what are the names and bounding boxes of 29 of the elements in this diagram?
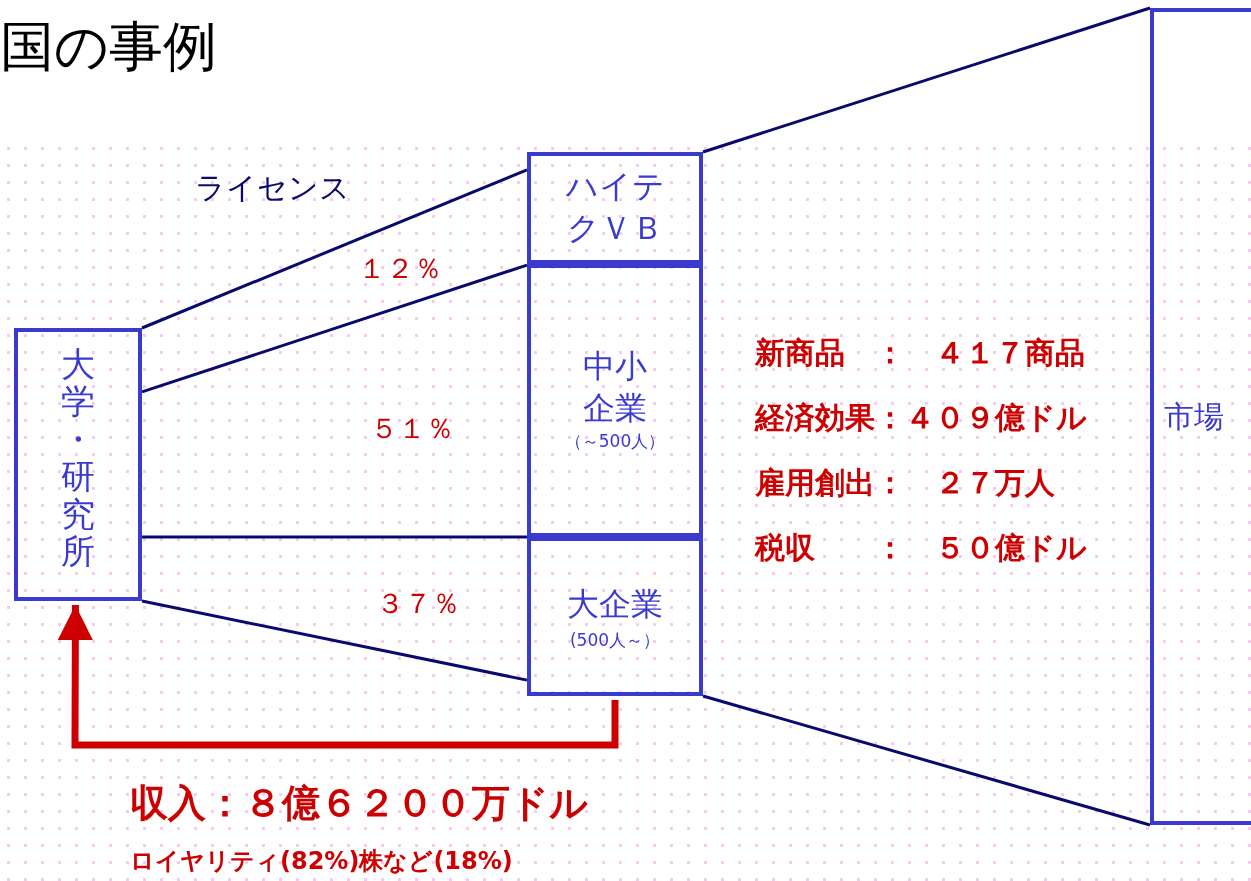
- node-label: ハイテクＶＢ: [564, 166, 666, 249]
- node-sublabel: （～500人）: [564, 430, 666, 454]
- connector-line: [141, 263, 528, 394]
- note-text: 税収 ： ５０億ドル: [755, 529, 1087, 567]
- arrow: [57, 605, 619, 749]
- license-label: ライセンス: [195, 169, 350, 207]
- node-label: 大学・研究所: [61, 346, 95, 571]
- node-sublabel: (500人～）: [569, 628, 661, 652]
- box: [527, 537, 703, 696]
- title: 国の事例: [0, 14, 217, 80]
- note-text: 雇用創出： ２７万人: [755, 464, 1055, 502]
- note-text: 新商品 ： ４１７商品: [755, 334, 1085, 372]
- box: [527, 264, 703, 537]
- note-text: 経済効果：４０９億ドル: [755, 399, 1087, 437]
- box: [1150, 8, 1251, 825]
- box: [527, 152, 703, 264]
- connector-line: [702, 6, 1151, 154]
- note-text: 収入：８億６２００万ドル: [130, 780, 588, 827]
- connector-line: [702, 694, 1151, 827]
- connector-line: [141, 599, 528, 682]
- connector-line: [142, 535, 527, 539]
- node-label: 中小企業: [583, 346, 647, 429]
- node-label: 市場: [1164, 398, 1224, 436]
- percentage-label: ５１％: [370, 411, 454, 447]
- percentage-label: ３７％: [376, 586, 460, 622]
- box: [14, 328, 142, 601]
- percentage-label: １２％: [358, 251, 442, 287]
- node-label: 大企業: [567, 583, 663, 625]
- note-text: ロイヤリティ(82%)株など(18%): [130, 846, 513, 877]
